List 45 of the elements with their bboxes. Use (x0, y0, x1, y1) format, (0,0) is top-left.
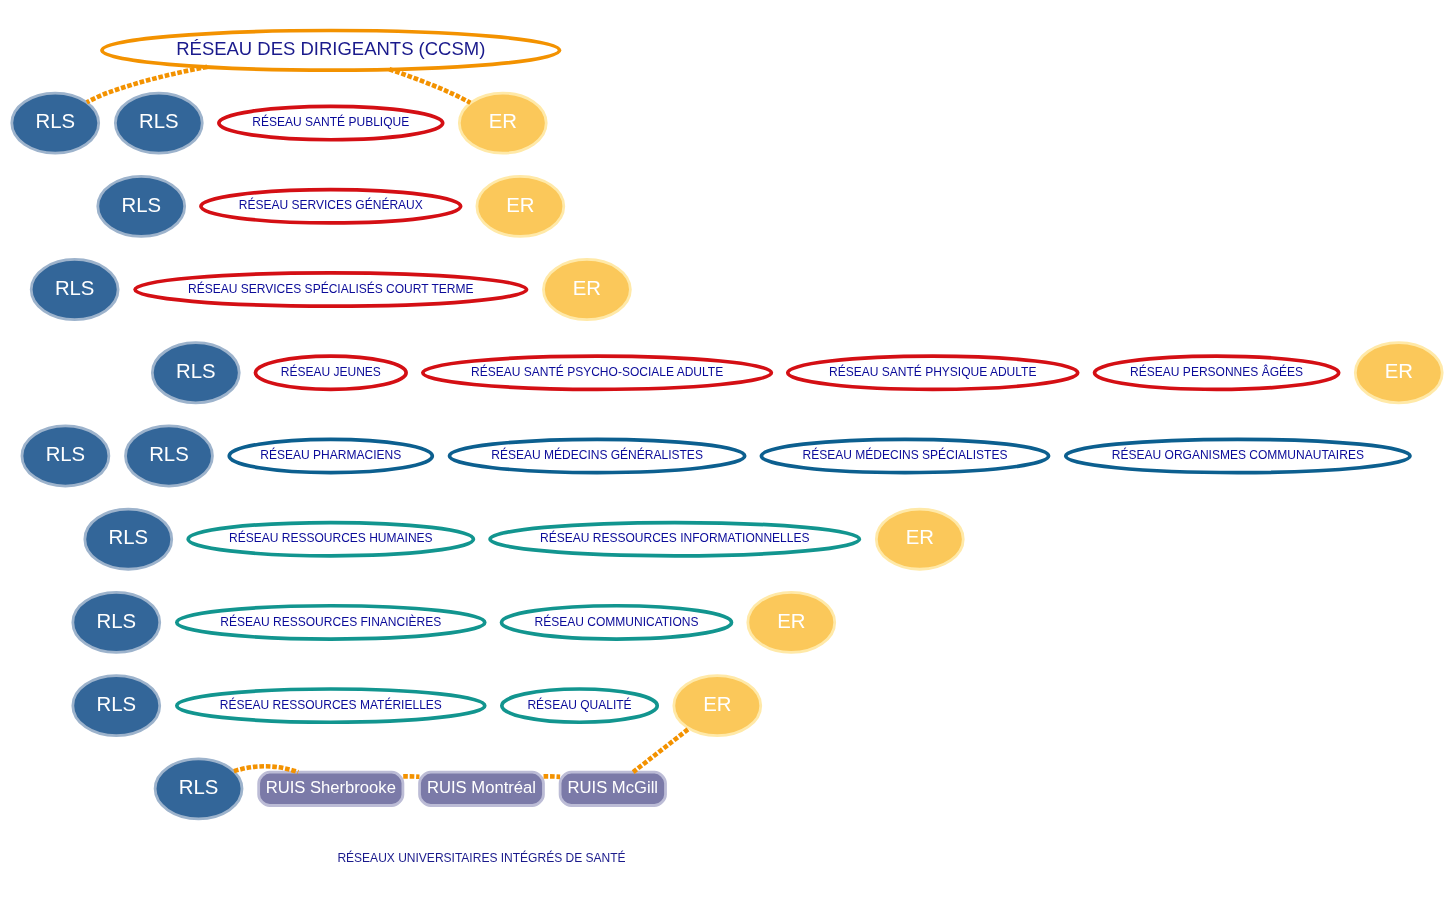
node-ellipse: RÉSEAU RESSOURCES HUMAINES (186, 520, 476, 558)
node-ellipse: RÉSEAU COMMUNICATIONS (499, 603, 734, 641)
node-ellipse: RÉSEAU SANTÉ PUBLIQUE (217, 104, 445, 142)
node-ellipse: ER (542, 258, 632, 321)
node-ellipse: RLS (10, 91, 101, 155)
node-ellipse: RÉSEAU MÉDECINS GÉNÉRALISTES (447, 437, 747, 475)
connector (403, 774, 420, 780)
node-ellipse: RLS (124, 424, 214, 488)
node-ellipse: ER (1353, 341, 1444, 405)
node-ellipse: RÉSEAU SANTÉ PHYSIQUE ADULTE (785, 354, 1080, 392)
node-ellipse: RÉSEAU RESSOURCES FINANCIÈRES (174, 603, 487, 641)
node-ellipse: RLS (96, 174, 187, 238)
node-ellipse: ER (457, 91, 548, 155)
connector (233, 764, 299, 775)
node-ellipse: ER (672, 674, 763, 738)
node-box: RUIS Sherbrooke (257, 770, 405, 807)
node-ellipse: RÉSEAU DES DIRIGEANTS (CCSM) (100, 28, 562, 72)
node-ellipse: RÉSEAU RESSOURCES MATÉRIELLES (174, 687, 487, 725)
node-ellipse: ER (475, 174, 566, 238)
node-ellipse: RÉSEAU QUALITÉ (499, 687, 660, 725)
node-ellipse: RLS (29, 258, 120, 321)
node-ellipse: RLS (71, 590, 162, 654)
node-ellipse: RÉSEAU PERSONNES ÂGÉES (1092, 354, 1341, 392)
node-ellipse: ER (874, 507, 965, 571)
label: RÉSEAUX UNIVERSITAIRES INTÉGRÉS DE SANTÉ (337, 850, 626, 865)
node-ellipse: RÉSEAU SERVICES GÉNÉRAUX (199, 187, 463, 225)
connector (388, 67, 472, 105)
connector (543, 774, 561, 780)
node-ellipse: RLS (153, 757, 244, 821)
node-box: RUIS Montréal (418, 770, 545, 807)
node-ellipse: RÉSEAU RESSOURCES INFORMATIONNELLES (488, 520, 862, 558)
node-ellipse: ER (746, 590, 837, 654)
node-ellipse: RLS (20, 424, 111, 488)
node-ellipse: RLS (83, 507, 174, 571)
node-ellipse: RLS (113, 91, 204, 155)
node-box: RUIS McGill (558, 770, 667, 807)
node-ellipse: RÉSEAU ORGANISMES COMMUNAUTAIRES (1063, 437, 1412, 475)
node-ellipse: RLS (150, 341, 241, 405)
node-ellipse: RÉSEAU SERVICES SPÉCIALISÉS COURT TERME (133, 271, 529, 309)
node-ellipse: RÉSEAU JEUNES (253, 354, 408, 392)
node-ellipse: RÉSEAU SANTÉ PSYCHO-SOCIALE ADULTE (420, 354, 774, 392)
node-ellipse: RLS (71, 674, 162, 738)
node-ellipse: RÉSEAU PHARMACIENS (227, 437, 435, 475)
connector (631, 726, 691, 774)
node-ellipse: RÉSEAU MÉDECINS SPÉCIALISTES (759, 437, 1051, 475)
